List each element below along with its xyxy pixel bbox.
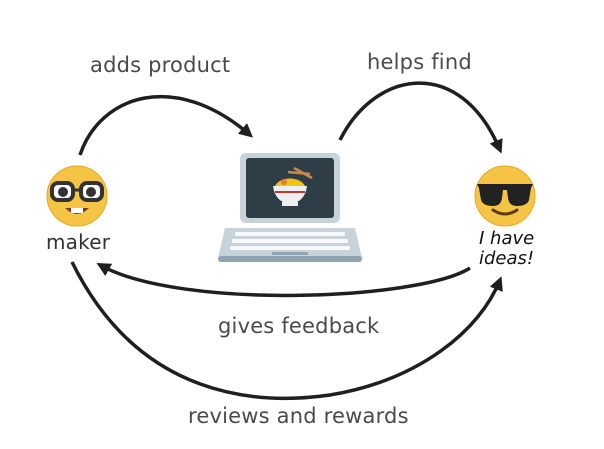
user-speech-caption: I have ideas!: [479, 229, 534, 269]
arrow-adds-product: [78, 95, 254, 156]
nerd-face-icon: [46, 165, 108, 227]
caption-line-1: I have: [479, 228, 535, 249]
edge-label-gives-feedback: gives feedback: [218, 314, 380, 338]
arrow-helps-find: [338, 81, 503, 154]
edge-label-reviews-and-rewards: reviews and rewards: [188, 404, 409, 428]
arrow-gives-feedback: [96, 263, 471, 298]
sunglasses-face-icon: [474, 165, 536, 227]
noodle-bowl-icon: [273, 166, 313, 206]
laptop-icon: [218, 153, 362, 262]
node-label-maker: maker: [46, 230, 111, 254]
caption-line-2: ideas!: [479, 248, 535, 269]
edge-label-helps-find: helps find: [367, 50, 472, 74]
arrow-reviews-and-rewards: [70, 261, 503, 400]
edge-label-adds-product: adds product: [90, 53, 231, 77]
